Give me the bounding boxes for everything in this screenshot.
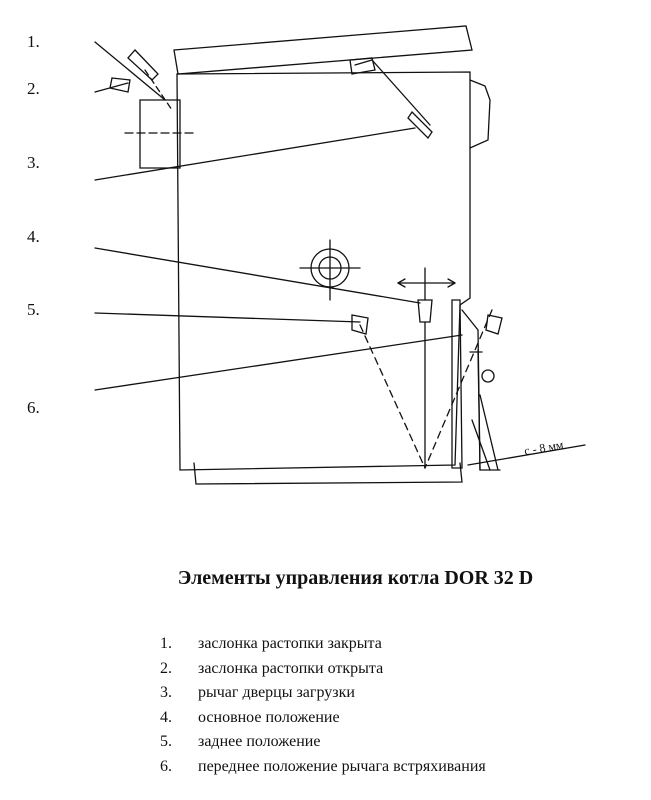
boiler-base xyxy=(193,462,463,485)
legend-item: 3.рычаг дверцы загрузки xyxy=(160,684,355,701)
lever-front xyxy=(424,309,493,469)
legend-item: 4.основное положение xyxy=(160,708,340,726)
dimension-label: c - 8 мм xyxy=(523,437,565,458)
damper-rod xyxy=(354,59,431,126)
leader-5 xyxy=(94,312,361,323)
legend-item: 5.заднее положение xyxy=(160,733,321,750)
callout-4: 4. xyxy=(27,227,40,246)
diagram-title: Элементы управления котла DOR 32 D xyxy=(177,567,534,589)
leader-4 xyxy=(94,247,421,304)
callout-3: 3. xyxy=(27,153,40,172)
leader-3 xyxy=(94,127,416,181)
callout-6: 6. xyxy=(27,398,40,417)
boiler-side-panel xyxy=(469,79,491,149)
callout-2: 2. xyxy=(27,79,40,98)
legend-item: 1.заслонка растопки закрыта xyxy=(160,635,382,652)
flue-box xyxy=(139,99,181,169)
boiler-body xyxy=(176,71,471,471)
lever-main xyxy=(417,299,433,323)
boiler-lid xyxy=(173,25,473,75)
legend-list: 1.заслонка растопки закрыта 2.заслонка р… xyxy=(160,632,486,779)
callout-1: 1. xyxy=(27,32,40,51)
boiler-drawing: c - 8 мм xyxy=(94,25,586,485)
leader-6 xyxy=(94,334,463,391)
callout-5: 5. xyxy=(27,300,40,319)
legend-item: 2.заслонка растопки открыта xyxy=(160,659,384,677)
lever-rear xyxy=(359,324,426,469)
door-panel xyxy=(451,299,463,469)
legend-item: 6.переднее положение рычага встряхивания xyxy=(160,757,486,775)
